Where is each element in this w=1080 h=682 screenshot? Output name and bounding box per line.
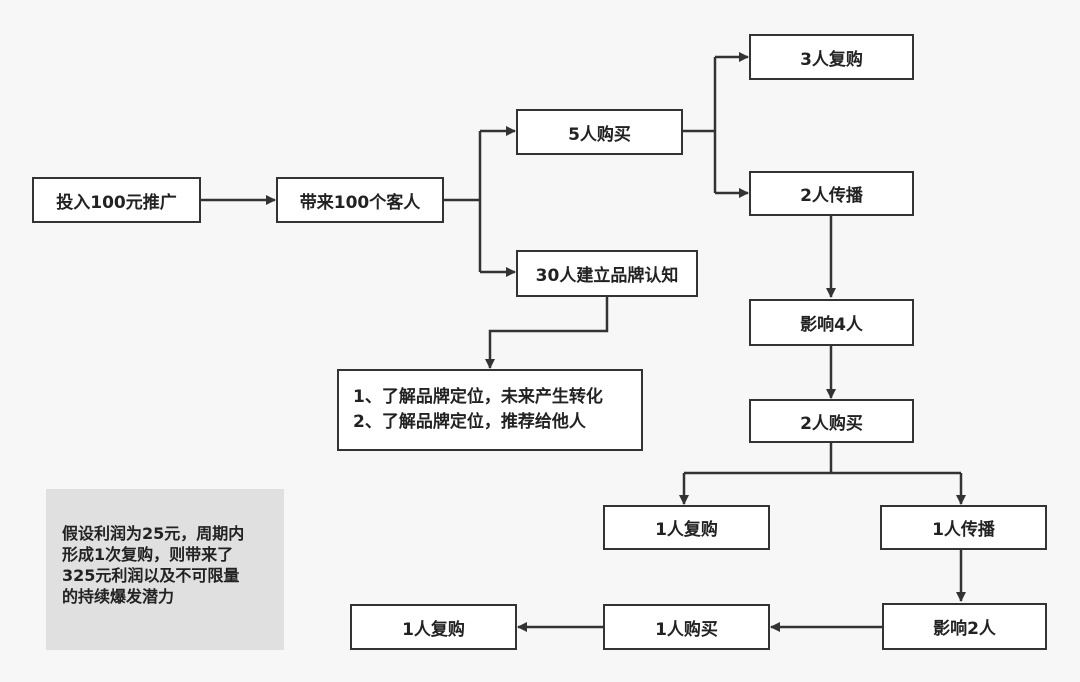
node-awareness30: 30人建立品牌认知: [516, 250, 698, 297]
node-buy5: 5人购买: [516, 109, 683, 155]
node-awareness-details: 1、了解品牌定位，未来产生转化 2、了解品牌定位，推荐给他人: [337, 369, 643, 451]
node-invest: 投入100元推广: [32, 177, 201, 223]
node-rebuy1b: 1人复购: [350, 604, 517, 650]
note-line-3: 325元利润以及不可限量: [62, 566, 240, 585]
node-buy2: 2人购买: [749, 399, 914, 443]
node-bring: 带来100个客人: [276, 177, 444, 223]
note-line-4: 的持续爆发潜力: [62, 587, 175, 606]
node-rebuy3: 3人复购: [749, 34, 914, 80]
awareness-detail-line-1: 1、了解品牌定位，未来产生转化: [353, 387, 603, 407]
note-line-1: 假设利润为25元，周期内: [62, 524, 245, 543]
node-spread1: 1人传播: [880, 505, 1047, 550]
arrow-awareness-to-details: [485, 297, 609, 369]
profit-note: 假设利润为25元，周期内 形成1次复购，则带来了 325元利润以及不可限量 的持…: [46, 489, 284, 650]
node-buy1: 1人购买: [603, 604, 770, 650]
node-spread2: 2人传播: [749, 171, 914, 216]
node-influence2: 影响2人: [882, 603, 1047, 650]
note-line-2: 形成1次复购，则带来了: [62, 545, 234, 564]
awareness-detail-line-2: 2、了解品牌定位，推荐给他人: [353, 412, 586, 432]
node-rebuy1a: 1人复购: [603, 505, 770, 550]
node-influence4: 影响4人: [749, 299, 914, 346]
